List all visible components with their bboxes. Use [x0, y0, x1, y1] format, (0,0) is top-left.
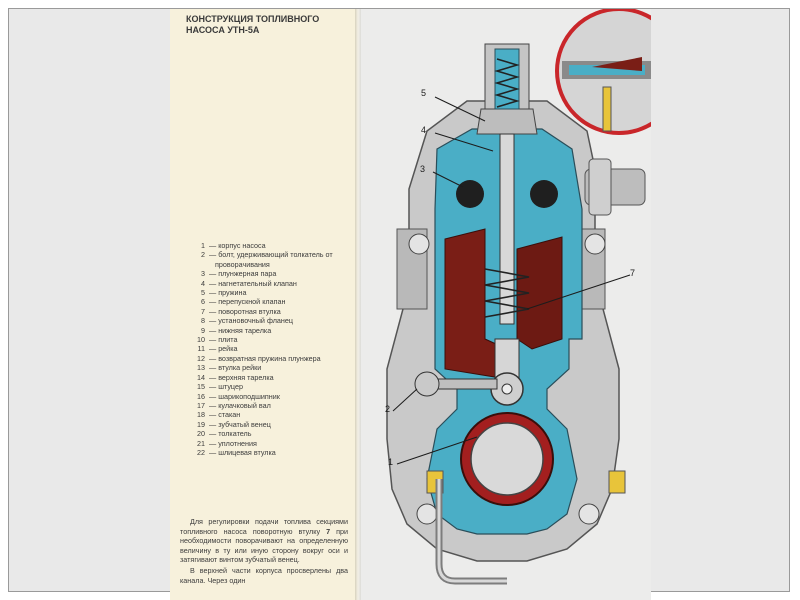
- legend-item: 12 — возвратная пружина плунжера: [197, 353, 321, 363]
- legend-item: 4 — нагнетательный клапан: [201, 278, 297, 288]
- legend-item: 16 — шарикоподшипник: [197, 391, 280, 401]
- callout-5: 5: [421, 88, 427, 98]
- legend-item: 7 — поворотная втулка: [201, 306, 281, 316]
- legend-item: 21 — уплотнения: [197, 438, 257, 448]
- legend-item: 8 — установочный фланец: [201, 316, 293, 326]
- top-spring: [494, 58, 520, 108]
- plunger: [499, 133, 515, 325]
- legend-item: 1 — корпус насоса: [201, 241, 266, 250]
- legend-item: 20 — толкатель: [197, 429, 252, 439]
- parts-legend: 1 — корпус насоса 2 — болт, удерживающий…: [191, 241, 351, 457]
- callout-7: 7: [630, 268, 636, 278]
- camshaft: [470, 422, 544, 496]
- legend-item: 14 — верхняя тарелка: [197, 372, 274, 382]
- legend-item: 9 — нижняя тарелка: [201, 325, 272, 335]
- bolt-hole: [578, 503, 600, 525]
- book-gutter: [355, 9, 361, 600]
- callout-3: 3: [420, 164, 426, 174]
- callout-4: 4: [421, 125, 427, 135]
- legend-item: 13 — втулка рейки: [197, 363, 262, 373]
- body-paragraph: Для регулировки подачи топлива секциями …: [180, 517, 348, 565]
- bolt-hole: [584, 233, 606, 255]
- legend-item: 6 — перепускной клапан: [201, 297, 286, 307]
- legend-item: 3 — плунжерная пара: [201, 269, 277, 279]
- pump-cutaway-diagram: [386, 9, 651, 585]
- side-bolt: [434, 378, 498, 390]
- bolt-hole: [416, 503, 438, 525]
- legend-item: 2 — болт, удерживающий толкатель от пров…: [201, 250, 333, 269]
- legend-item: 15 — штуцер: [197, 382, 243, 392]
- legend-item: 11 — рейка: [197, 344, 238, 354]
- body-text: Для регулировки подачи топлива секциями …: [180, 517, 348, 586]
- legend-item: 10 — плита: [197, 335, 238, 345]
- right-page: [357, 9, 651, 600]
- stud-right: [608, 470, 626, 494]
- callout-2: 2: [385, 404, 391, 414]
- bolt-hole: [408, 233, 430, 255]
- seal-right: [530, 180, 558, 208]
- legend-item: 19 — зубчатый венец: [197, 419, 271, 429]
- left-page: [170, 9, 357, 600]
- plunger-spring: [484, 268, 530, 318]
- legend-item: 22 — шлицевая втулка: [197, 447, 276, 457]
- inset-yellow-pipe: [602, 86, 612, 132]
- legend-item: 18 — стакан: [197, 410, 241, 420]
- legend-item: 17 — кулачковый вал: [197, 400, 271, 410]
- legend-item: 5 — пружина: [201, 288, 247, 298]
- seal-left: [456, 180, 484, 208]
- body-paragraph: В верхней части корпуса просверлены два …: [180, 565, 348, 585]
- page-title: КОНСТРУКЦИЯ ТОПЛИВНОГО НАСОСА УТН-5А: [186, 14, 320, 35]
- callout-1: 1: [388, 457, 394, 467]
